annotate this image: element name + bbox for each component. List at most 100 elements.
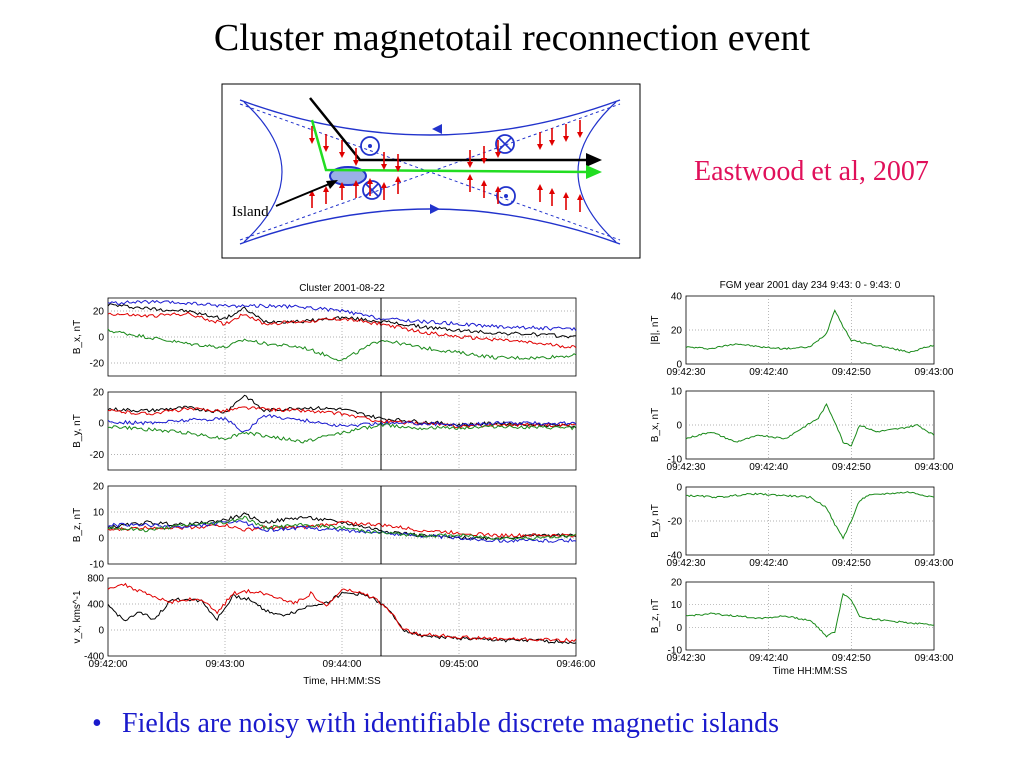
figure-title: FGM year 2001 day 234 9:43: 0 - 9:43: 0 (720, 280, 901, 291)
panel-0: 20 0 -20 B_x, nT (72, 297, 577, 377)
current-in-2 (362, 180, 382, 200)
x-axis-label: Time, HH:MM:SS (303, 676, 381, 687)
red-arrow-down-head-12 (577, 132, 583, 138)
y-tick-label-0-2: -20 (90, 359, 105, 370)
x-tick-label-0-2: 09:42:50 (832, 367, 871, 378)
red-arrow-up-head-1 (323, 186, 329, 192)
figure-title: Cluster 2001-08-22 (299, 283, 385, 294)
x-tick-label-3-3: 09:43:00 (915, 653, 954, 664)
y-axis-label-3: v_x, kms^-1 (72, 590, 83, 643)
x-tick-label-3-1: 09:42:40 (749, 653, 788, 664)
x-tick-label-2-3: 09:43:00 (915, 558, 954, 569)
y-tick-label-1-0: 20 (93, 388, 105, 399)
panel-1: 200-20B_y, nT (72, 388, 577, 471)
y-tick-label-0-1: 0 (98, 333, 104, 344)
x-tick-label-3-4: 09:46:00 (557, 659, 596, 670)
series-line-3-0 (685, 592, 935, 638)
series-line-2-2 (107, 520, 577, 543)
red-arrow-down-head-3 (353, 160, 359, 166)
x-tick-label-1-1: 09:42:40 (749, 462, 788, 473)
red-arrow-down-head-9 (537, 144, 543, 150)
series-line-1-3 (107, 422, 576, 444)
island-label: Island (232, 204, 269, 220)
y-axis-label-0: B_x, nT (72, 320, 83, 354)
y-tick-label-3-0: 800 (87, 574, 104, 585)
y-tick-label-0-0: 20 (93, 307, 105, 318)
x-tick-label-3-0: 09:42:30 (667, 653, 706, 664)
y-tick-label-3-2: 0 (676, 623, 682, 634)
red-arrow-up-head-7 (467, 174, 473, 180)
current-out-1 (360, 136, 380, 156)
series-line-1-0 (685, 402, 935, 447)
y-axis-label-1: B_y, nT (72, 414, 83, 448)
series-line-0-0 (685, 309, 935, 354)
current-out-2 (496, 186, 516, 206)
red-arrow-down-head-6 (467, 162, 473, 168)
red-arrow-up-head-13 (577, 194, 583, 200)
red-arrow-up-head-12 (563, 192, 569, 198)
red-arrow-up-head-0 (309, 190, 315, 196)
y-tick-label-1-0: 10 (671, 387, 683, 398)
red-arrow-down-head-11 (563, 136, 569, 142)
y-tick-label-2-0: 20 (93, 482, 105, 493)
red-arrow-down-head-4 (381, 164, 387, 170)
y-axis-label-1: B_x, nT (650, 408, 661, 442)
x-tick-label-3-0: 09:42:00 (89, 659, 128, 670)
x-tick-label-3-2: 09:42:50 (832, 653, 871, 664)
y-tick-label-3-3: -10 (668, 646, 683, 657)
red-arrow-up-head-2 (339, 182, 345, 188)
red-arrow-up-head-9 (495, 186, 501, 192)
y-axis-label-3: B_z, nT (650, 599, 661, 633)
x-tick-label-0-0: 09:42:30 (667, 367, 706, 378)
y-axis-label-2: B_y, nT (650, 504, 661, 538)
field-line-left (243, 101, 283, 243)
sc-track-black-head (586, 153, 602, 167)
red-arrow-up-head-11 (549, 188, 555, 194)
panel-frame-3 (685, 581, 935, 651)
current-dot-2 (504, 194, 508, 198)
red-flow-arrows (309, 120, 583, 212)
series-line-2-0 (686, 491, 935, 540)
island-ellipse (329, 166, 367, 186)
x-tick-label-2-1: 09:42:40 (749, 558, 788, 569)
x-tick-label-1-0: 09:42:30 (667, 462, 706, 473)
y-tick-label-2-0: 0 (676, 483, 682, 494)
series-line-0-3 (107, 328, 577, 362)
y-tick-label-3-3: -400 (84, 652, 104, 663)
red-arrow-up-head-4 (367, 178, 373, 184)
current-cross-marks (365, 137, 512, 197)
sc-track-green (310, 119, 591, 174)
y-tick-label-2-1: 10 (93, 508, 105, 519)
y-tick-label-3-2: 0 (98, 626, 104, 637)
current-in-1 (495, 134, 515, 154)
sc-track-green-head (586, 165, 602, 179)
citation: Eastwood et al, 2007 (694, 156, 929, 187)
series-line-1-2 (107, 413, 577, 433)
y-tick-label-3-1: 10 (671, 600, 683, 611)
x-tick-label-0-3: 09:43:00 (915, 367, 954, 378)
x-tick-label-2-2: 09:42:50 (832, 558, 871, 569)
y-tick-label-3-0: 20 (671, 578, 683, 589)
y-tick-label-2-2: -40 (668, 551, 683, 562)
y-tick-label-0-1: 20 (671, 326, 683, 337)
y-axis-label-2: B_z, nT (72, 508, 83, 542)
separatrix-1 (239, 103, 621, 241)
separatrix-2 (239, 103, 621, 241)
y-tick-label-1-2: -20 (90, 450, 105, 461)
red-arrow-down-head-10 (549, 140, 555, 146)
bullet-item: •Fields are noisy with identifiable disc… (92, 708, 779, 740)
x-tick-label-3-3: 09:45:00 (440, 659, 479, 670)
series-line-1-0 (107, 394, 577, 429)
series-line-0-2 (107, 299, 577, 332)
series-line-2-3 (107, 515, 577, 541)
y-tick-label-1-1: 0 (676, 421, 682, 432)
x-tick-label-1-3: 09:43:00 (915, 462, 954, 473)
red-arrow-up-head-8 (481, 180, 487, 186)
